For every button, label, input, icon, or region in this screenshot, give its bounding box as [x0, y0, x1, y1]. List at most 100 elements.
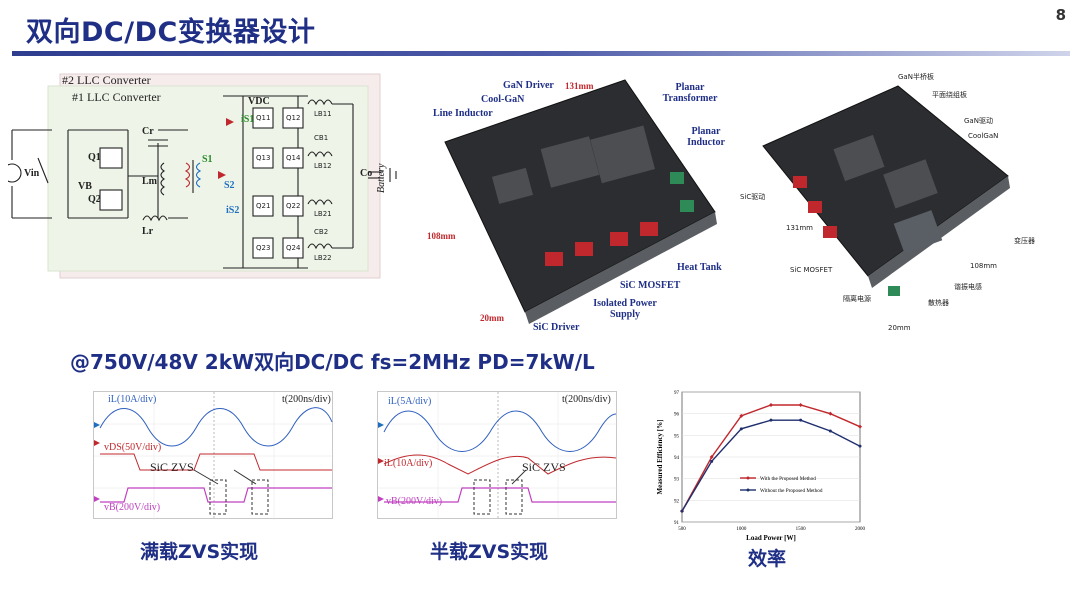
q2-label: Q2	[88, 194, 101, 205]
q21-label: Q21	[256, 202, 271, 210]
lb11-label: LB11	[314, 110, 332, 118]
board-photo-chinese: GaN半桥板 平面绕组板 GaN驱动 CoolGaN SiC驱动 SiC MOS…	[738, 66, 1070, 336]
label-gan-driver: GaN Driver	[503, 80, 554, 91]
chart-y-tick-label: 96	[674, 413, 680, 418]
q11-label: Q11	[256, 114, 271, 122]
board-drawing-left	[444, 79, 717, 324]
label-20mm-cn: 20mm	[888, 324, 911, 332]
label-108mm: 108mm	[427, 231, 456, 241]
cb1-label: CB1	[314, 134, 329, 142]
lb22-label: LB22	[314, 254, 332, 262]
label-coolgan: CoolGaN	[968, 132, 999, 140]
chart-x-tick-label: 1500	[796, 527, 807, 532]
chart-point	[709, 455, 714, 459]
label-isolated-power-supply: Isolated Power Supply	[593, 298, 657, 320]
spec-line: @750V/48V 2kW双向DC/DC fs=2MHz PD=7kW/L	[70, 350, 595, 374]
converter-2-label: #2 LLC Converter	[62, 73, 151, 87]
circuit-schematic: #2 LLC Converter #1 LLC Converter Vin VB…	[8, 68, 408, 283]
battery-label: Battery	[376, 163, 387, 193]
vin-label: Vin	[24, 168, 40, 179]
label-transformer-cn: 变压器	[1014, 237, 1035, 245]
label-planar-winding: 平面绕组板	[932, 91, 967, 99]
q24-label: Q24	[286, 244, 301, 252]
chart-point	[710, 459, 714, 463]
scope-half-annotation: SiC ZVS	[522, 460, 566, 474]
slide-title: 双向DC/DC变换器设计	[26, 17, 316, 48]
label-cool-gan: Cool-GaN	[481, 94, 525, 105]
q13-label: Q13	[256, 154, 271, 162]
board-drawing-right	[762, 85, 1010, 296]
converter-1-label: #1 LLC Converter	[72, 90, 161, 104]
scope-half-ch3: vB(200V/div)	[386, 496, 443, 507]
label-isolated-supply-cn: 隔离电源	[843, 295, 871, 303]
label-sic-mosfet-cn: SiC MOSFET	[790, 266, 833, 274]
label-131mm-cn: 131mm	[786, 224, 813, 232]
chart-legend-label: Without the Proposed Method	[760, 488, 823, 494]
q22-label: Q22	[286, 202, 301, 210]
chart-y-tick-label: 97	[674, 391, 680, 396]
chart-point	[858, 424, 862, 429]
circuit-drawing	[8, 73, 397, 279]
vdc-label: VDC	[248, 96, 270, 107]
page-number: 8	[1055, 6, 1066, 24]
label-sic-driver: SiC Driver	[533, 322, 580, 333]
chart-legend-label: With the Proposed Method	[760, 476, 816, 482]
chart-point	[769, 403, 773, 407]
s2-label: S2	[224, 180, 235, 191]
scope-full-time: t(200ns/div)	[282, 394, 331, 405]
chart-point	[769, 418, 773, 422]
scope-half-ch2: iL(10A/div)	[384, 458, 433, 469]
label-sic-mosfet: SiC MOSFET	[620, 280, 681, 291]
chart-point	[799, 418, 803, 422]
chart-x-axis-label: Load Power [W]	[746, 534, 796, 542]
chart-y-axis-label: Measured Efficiency [%]	[656, 420, 664, 495]
chart-y-tick-label: 95	[674, 434, 680, 439]
i1-label: iS1	[241, 114, 255, 125]
chart-point	[798, 403, 803, 407]
chart-x-tick-label: 1000	[736, 527, 747, 532]
scope-full-waveforms	[94, 392, 334, 520]
q23-label: Q23	[256, 244, 271, 252]
chart-point	[739, 427, 743, 431]
chart-point	[680, 509, 684, 513]
label-gan-drive: GaN驱动	[964, 117, 993, 125]
q1-label: Q1	[88, 152, 101, 163]
lr-label: Lr	[142, 226, 154, 237]
s1-label: S1	[202, 154, 213, 165]
caption-efficiency: 效率	[748, 548, 787, 570]
scope-half-time: t(200ns/div)	[562, 394, 611, 405]
chart-y-tick-label: 92	[674, 499, 680, 504]
chart-point	[828, 411, 833, 416]
label-heat-tank: Heat Tank	[677, 262, 722, 273]
chart-y-tick-label: 94	[674, 456, 680, 461]
label-heatsink-cn: 散热器	[928, 299, 949, 307]
label-line-inductor: Line Inductor	[433, 108, 493, 119]
label-gan-half-bridge: GaN半桥板	[898, 73, 934, 81]
q12-label: Q12	[286, 114, 301, 122]
caption-half-load: 半载ZVS实现	[430, 541, 549, 563]
scope-half-ch1: iL(5A/div)	[388, 396, 432, 407]
scope-full-ch3: vB(200V/div)	[104, 502, 161, 513]
lb12-label: LB12	[314, 162, 332, 170]
chart-legend-marker	[746, 476, 750, 480]
caption-full-load: 满载ZVS实现	[140, 541, 259, 563]
vb-label: VB	[78, 181, 92, 192]
label-planar-transformer: Planar Transformer	[662, 82, 718, 104]
label-131mm: 131mm	[565, 81, 594, 91]
chart-y-tick-label: 93	[674, 478, 680, 483]
cout-label: Co	[360, 168, 373, 179]
chart-x-tick-label: 2000	[855, 527, 866, 532]
scope-half-waveforms	[378, 392, 618, 520]
chart-x-tick-label: 500	[678, 527, 686, 532]
cb2-label: CB2	[314, 228, 329, 236]
label-sic-drive: SiC驱动	[740, 193, 766, 201]
lb21-label: LB21	[314, 210, 332, 218]
scope-full-load: iL(10A/div) t(200ns/div) vDS(50V/div) Si…	[93, 391, 334, 520]
scope-full-annotation: SiC ZVS	[150, 460, 194, 474]
chart-point	[858, 444, 862, 448]
label-planar-inductor: Planar Inductor	[687, 126, 725, 148]
label-108mm-cn: 108mm	[970, 262, 997, 270]
scope-full-ch1: iL(10A/div)	[108, 394, 157, 405]
